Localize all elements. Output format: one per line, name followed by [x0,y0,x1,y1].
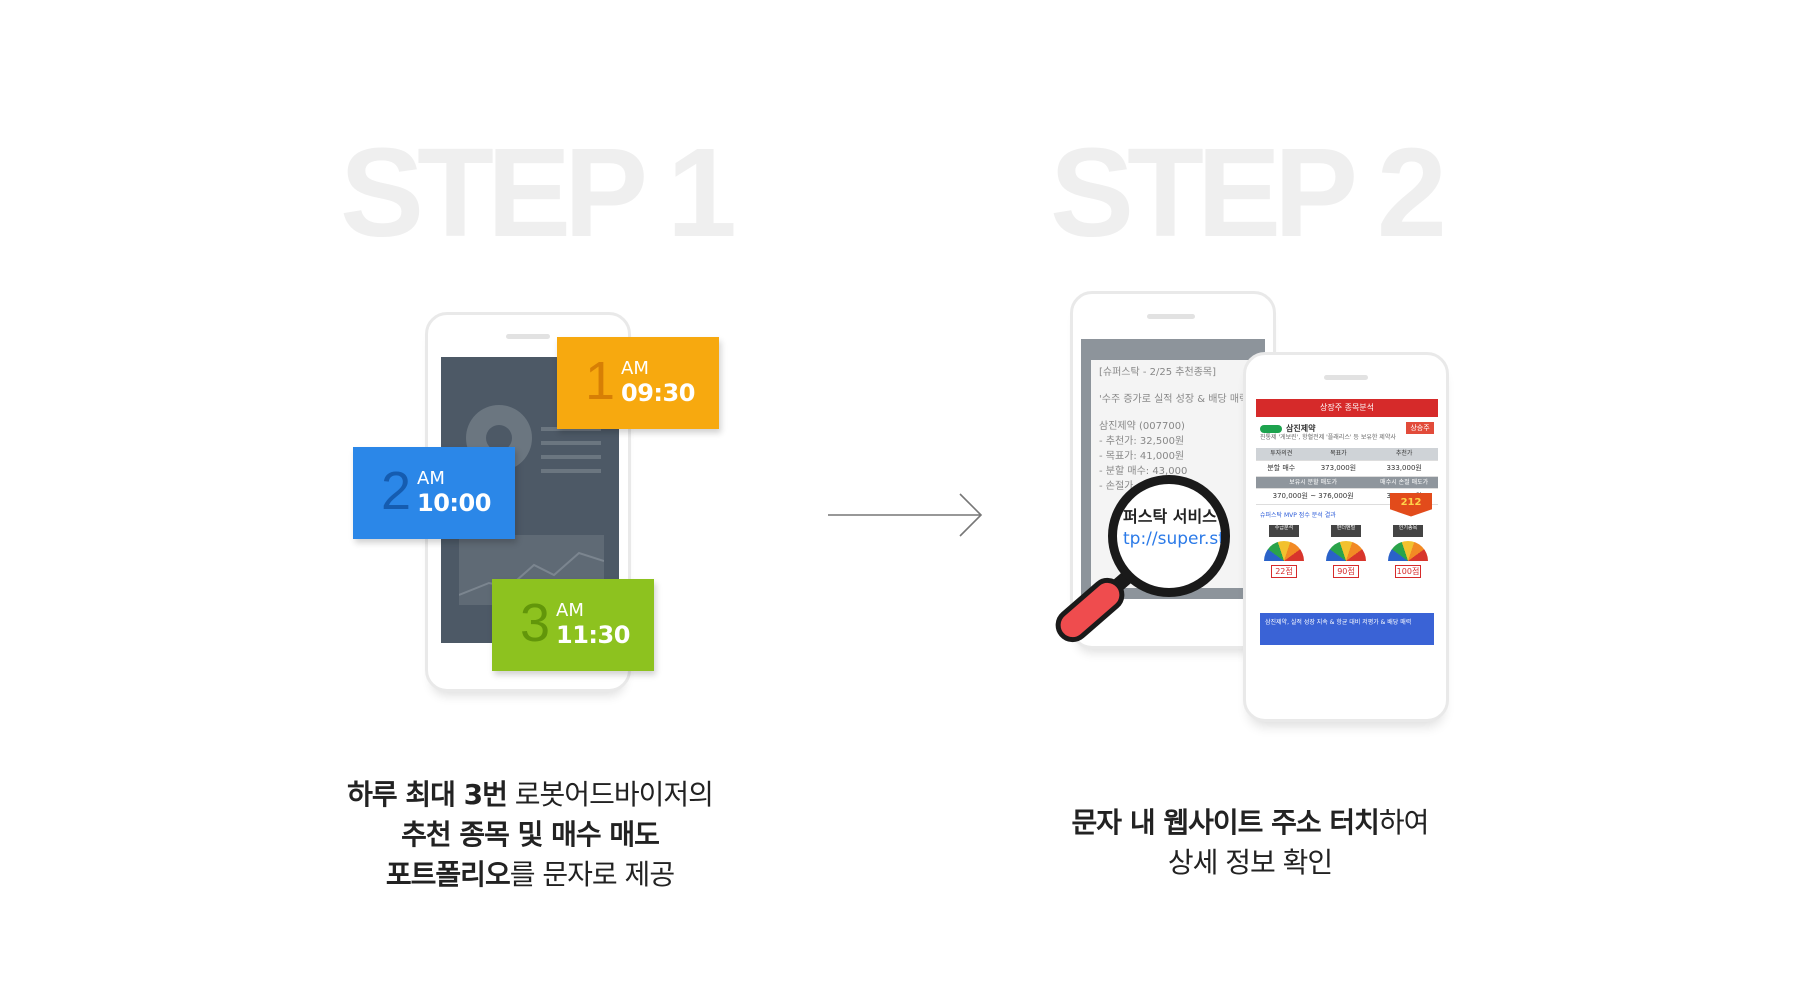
price-table: 투자의견 목표가 추천가 분할 매수 373,000원 333,000원 보유시… [1256,448,1438,505]
gauge-arc-icon [1388,540,1428,561]
lens-url-link: tp://super.stoc [1123,529,1225,549]
text-line [541,441,601,445]
desc-bold: 추천 종목 및 매수 매도 [401,818,660,851]
stock-logo-icon [1260,425,1282,433]
time-card-number: 3 [520,593,551,653]
gauge-score: 100점 [1395,564,1421,578]
time-card-2: 2 AM 10:00 [353,447,515,539]
desc-text: 하여 [1378,806,1430,839]
table-header: 추천가 [1370,448,1438,461]
sms-line: [슈퍼스탁 - 2/25 추천종목] [1099,367,1217,378]
section-title: 슈퍼스탁 MVP 점수 분석 결과 [1260,511,1336,519]
table-cell: 373,000원 [1306,460,1371,477]
gauge: 수급분석 22점 [1262,524,1306,578]
score-gauges: 슈퍼스탁 MVP 점수 분석 결과 212 수급분석 22점 펀더멘털 90점 … [1256,492,1438,578]
time-card-time: 10:00 [417,489,491,517]
step1-title: STEP 1 [340,122,737,263]
gauge-label: 수급분석 [1269,524,1299,537]
time-card-ampm: AM [621,358,649,379]
text-line [541,427,601,431]
phone-speaker [1324,375,1368,380]
desc-text: 를 문자로 제공 [509,858,675,891]
step2-title: STEP 2 [1050,122,1447,263]
time-card-number: 2 [381,461,412,521]
table-cell: 333,000원 [1370,460,1438,477]
sms-line: - 목표가: 41,000원 [1099,451,1185,462]
text-line [541,455,601,459]
desc-text: 로봇어드바이저의 [506,778,714,811]
time-card-3: 3 AM 11:30 [492,579,654,671]
gauge-label: 인기종목 [1393,524,1423,537]
desc-bold: 문자 내 웹사이트 주소 터치 [1071,806,1380,839]
phone-speaker [506,334,550,339]
time-card-time: 09:30 [621,379,695,407]
stock-summary: 진통제 '게보린', 항혈전제 '플래리스' 등 보유한 제약사 [1260,434,1396,441]
sms-line: - 분할 매수: 43,000 [1099,466,1188,477]
step1-description: 하루 최대 3번 로봇어드바이저의 추천 종목 및 매수 매도 포트폴리오를 문… [300,775,760,895]
phone-speaker [1147,314,1195,319]
sms-line: 삼진제약 (007700) [1099,421,1185,432]
gauge: 펀더멘털 90점 [1324,524,1368,578]
desc-bold: 포트폴리오 [385,858,511,891]
sms-line: - 손절가 [1099,481,1134,492]
desc-text: 상세 정보 확인 [1167,846,1333,879]
app-header: 상장주 종목분석 [1256,399,1438,417]
app-footer-banner: 삼진제약, 실적 성장 지속 & 항균 대비 저평가 & 배당 매력 [1260,612,1434,645]
time-card-number: 1 [585,351,616,411]
gauge-label: 펀더멘털 [1331,524,1361,537]
table-header: 매수시 손절 매도가 [1370,476,1438,489]
status-badge: 상승주 [1406,422,1434,434]
table-header: 목표가 [1306,448,1371,461]
magnifier-lens-icon: 퍼스탁 서비스 : tp://super.stoc [1108,475,1230,597]
gauge-score: 90점 [1333,564,1359,578]
gauge-arc-icon [1326,540,1366,561]
sms-line: - 추천가: 32,500원 [1099,436,1185,447]
step2-description: 문자 내 웹사이트 주소 터치하여 상세 정보 확인 [1010,803,1490,883]
app-screen: 상장주 종목분석 삼진제약 상승주 진통제 '게보린', 항혈전제 '플래리스'… [1256,399,1438,679]
table-cell: 분할 매수 [1256,460,1307,477]
gauge-arc-icon [1264,540,1304,561]
time-card-1: 1 AM 09:30 [557,337,719,429]
text-line [541,469,601,473]
table-header: 투자의견 [1256,448,1307,461]
stock-name: 삼진제약 [1286,424,1316,433]
desc-bold: 하루 최대 3번 [347,778,508,811]
table-header: 보유시 분할 매도가 [1256,476,1371,489]
time-card-ampm: AM [417,468,445,489]
gauge: 인기종목 100점 [1386,524,1430,578]
time-card-ampm: AM [556,600,584,621]
lens-title: 퍼스탁 서비스 : [1123,507,1229,526]
sms-line: '수주 증가로 실적 성장 & 배당 매력' [1099,394,1251,405]
phone-illustration-app: 상장주 종목분석 삼진제약 상승주 진통제 '게보린', 항혈전제 '플래리스'… [1243,352,1449,722]
table-cell: 370,000원 ~ 376,000원 [1256,488,1371,505]
time-card-time: 11:30 [556,621,630,649]
arrow-right-icon [828,493,983,537]
gauge-score: 22점 [1271,564,1297,578]
